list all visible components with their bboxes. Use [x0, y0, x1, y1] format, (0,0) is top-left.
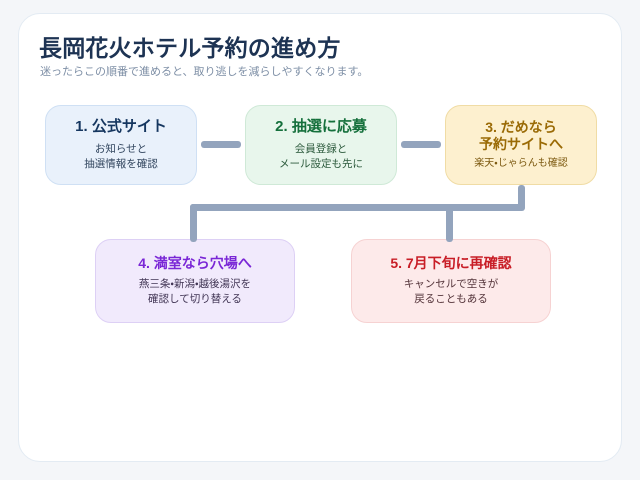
connector-step1-to-step2 — [201, 141, 241, 148]
flow-step-4[interactable]: 4. 満室なら穴場へ 燕三条・新潟・越後湯沢を 確認して切り替える — [95, 239, 295, 323]
flow-step-2[interactable]: 2. 抽選に応募 会員登録と メール設定も先に — [245, 105, 397, 185]
connector-bus-to-step5 — [446, 204, 453, 242]
flow-step-2-description: 会員登録と メール設定も先に — [279, 142, 363, 170]
page-title: 長岡花火ホテル予約の進め方 — [39, 35, 341, 61]
connector-horizontal-bus — [190, 204, 525, 211]
flow-step-3-description: 楽天・じゃらんも確認 — [474, 157, 568, 169]
connector-step3-down — [518, 185, 525, 210]
flow-step-5-title: 5. 7月下旬に再確認 — [390, 254, 512, 271]
flow-step-5-description: キャンセルで空きが 戻ることもある — [403, 278, 499, 306]
flow-step-4-title: 4. 満室なら穴場へ — [138, 254, 252, 271]
flow-step-2-title: 2. 抽選に応募 — [275, 117, 367, 135]
flow-step-1-title: 1. 公式サイト — [75, 117, 167, 135]
flow-step-3-title: 3. だめなら 予約サイトへ — [479, 118, 563, 153]
flow-diagram-card: 長岡花火ホテル予約の進め方 迷ったらこの順番で進めると、取り逃しを減らしやすくな… — [18, 13, 622, 462]
flow-step-5[interactable]: 5. 7月下旬に再確認 キャンセルで空きが 戻ることもある — [351, 239, 551, 323]
page-subtitle: 迷ったらこの順番で進めると、取り逃しを減らしやすくなります。 — [40, 66, 369, 78]
connector-step2-to-step3 — [401, 141, 441, 148]
flow-step-1[interactable]: 1. 公式サイト お知らせと 抽選情報を確認 — [45, 105, 197, 185]
flow-step-3[interactable]: 3. だめなら 予約サイトへ 楽天・じゃらんも確認 — [445, 105, 597, 185]
flow-step-1-description: お知らせと 抽選情報を確認 — [84, 142, 158, 170]
flow-step-4-description: 燕三条・新潟・越後湯沢を 確認して切り替える — [138, 278, 252, 306]
connector-bus-to-step4 — [190, 204, 197, 242]
